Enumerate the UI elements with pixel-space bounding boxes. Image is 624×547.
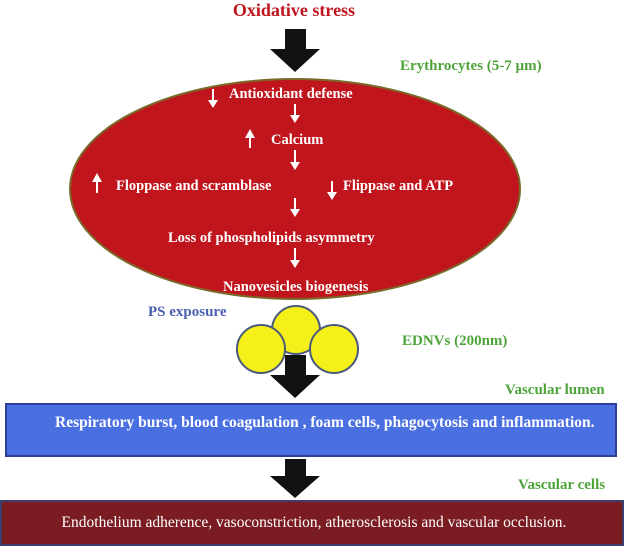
down-arrow-icon [208, 89, 218, 108]
down-arrow-icon [290, 104, 300, 123]
down-arrow-icon [327, 181, 337, 200]
ednv-label: EDNVs (200nm) [402, 333, 508, 349]
step-floppase: Floppase and scramblase [116, 178, 272, 194]
page-title: Oxidative stress [232, 0, 356, 20]
erythrocyte-cell [69, 78, 521, 300]
vesicle [309, 324, 359, 374]
up-arrow-icon [245, 129, 255, 148]
down-arrow-icon [290, 198, 300, 217]
up-arrow-icon [92, 173, 102, 193]
vascular-lumen-box: Respiratory burst, blood coagulation , f… [5, 403, 617, 457]
step-calcium: Calcium [271, 132, 324, 148]
step-loss-asymmetry: Loss of phospholipids asymmetry [168, 230, 375, 246]
vascular-cells-box: Endothelium adherence, vasoconstriction,… [0, 500, 624, 546]
down-arrow-icon [270, 459, 320, 498]
vascular-lumen-text: Respiratory burst, blood coagulation , f… [55, 414, 595, 431]
vascular-lumen-label: Vascular lumen [505, 382, 605, 398]
step-nanovesicles: Nanovesicles biogenesis [223, 279, 369, 295]
step-antioxidant: Antioxidant defense [229, 86, 353, 102]
down-arrow-icon [290, 248, 300, 268]
erythrocyte-label: Erythrocytes (5-7 µm) [400, 58, 542, 74]
down-arrow-icon [270, 29, 320, 72]
down-arrow-icon [290, 150, 300, 170]
ps-exposure-label: PS exposure [148, 304, 227, 320]
step-flippase: Flippase and ATP [343, 178, 454, 194]
vascular-cells-label: Vascular cells [518, 477, 606, 493]
vascular-cells-text: Endothelium adherence, vasoconstriction,… [61, 514, 567, 531]
down-arrow-icon [270, 355, 320, 398]
vesicle [236, 324, 286, 374]
